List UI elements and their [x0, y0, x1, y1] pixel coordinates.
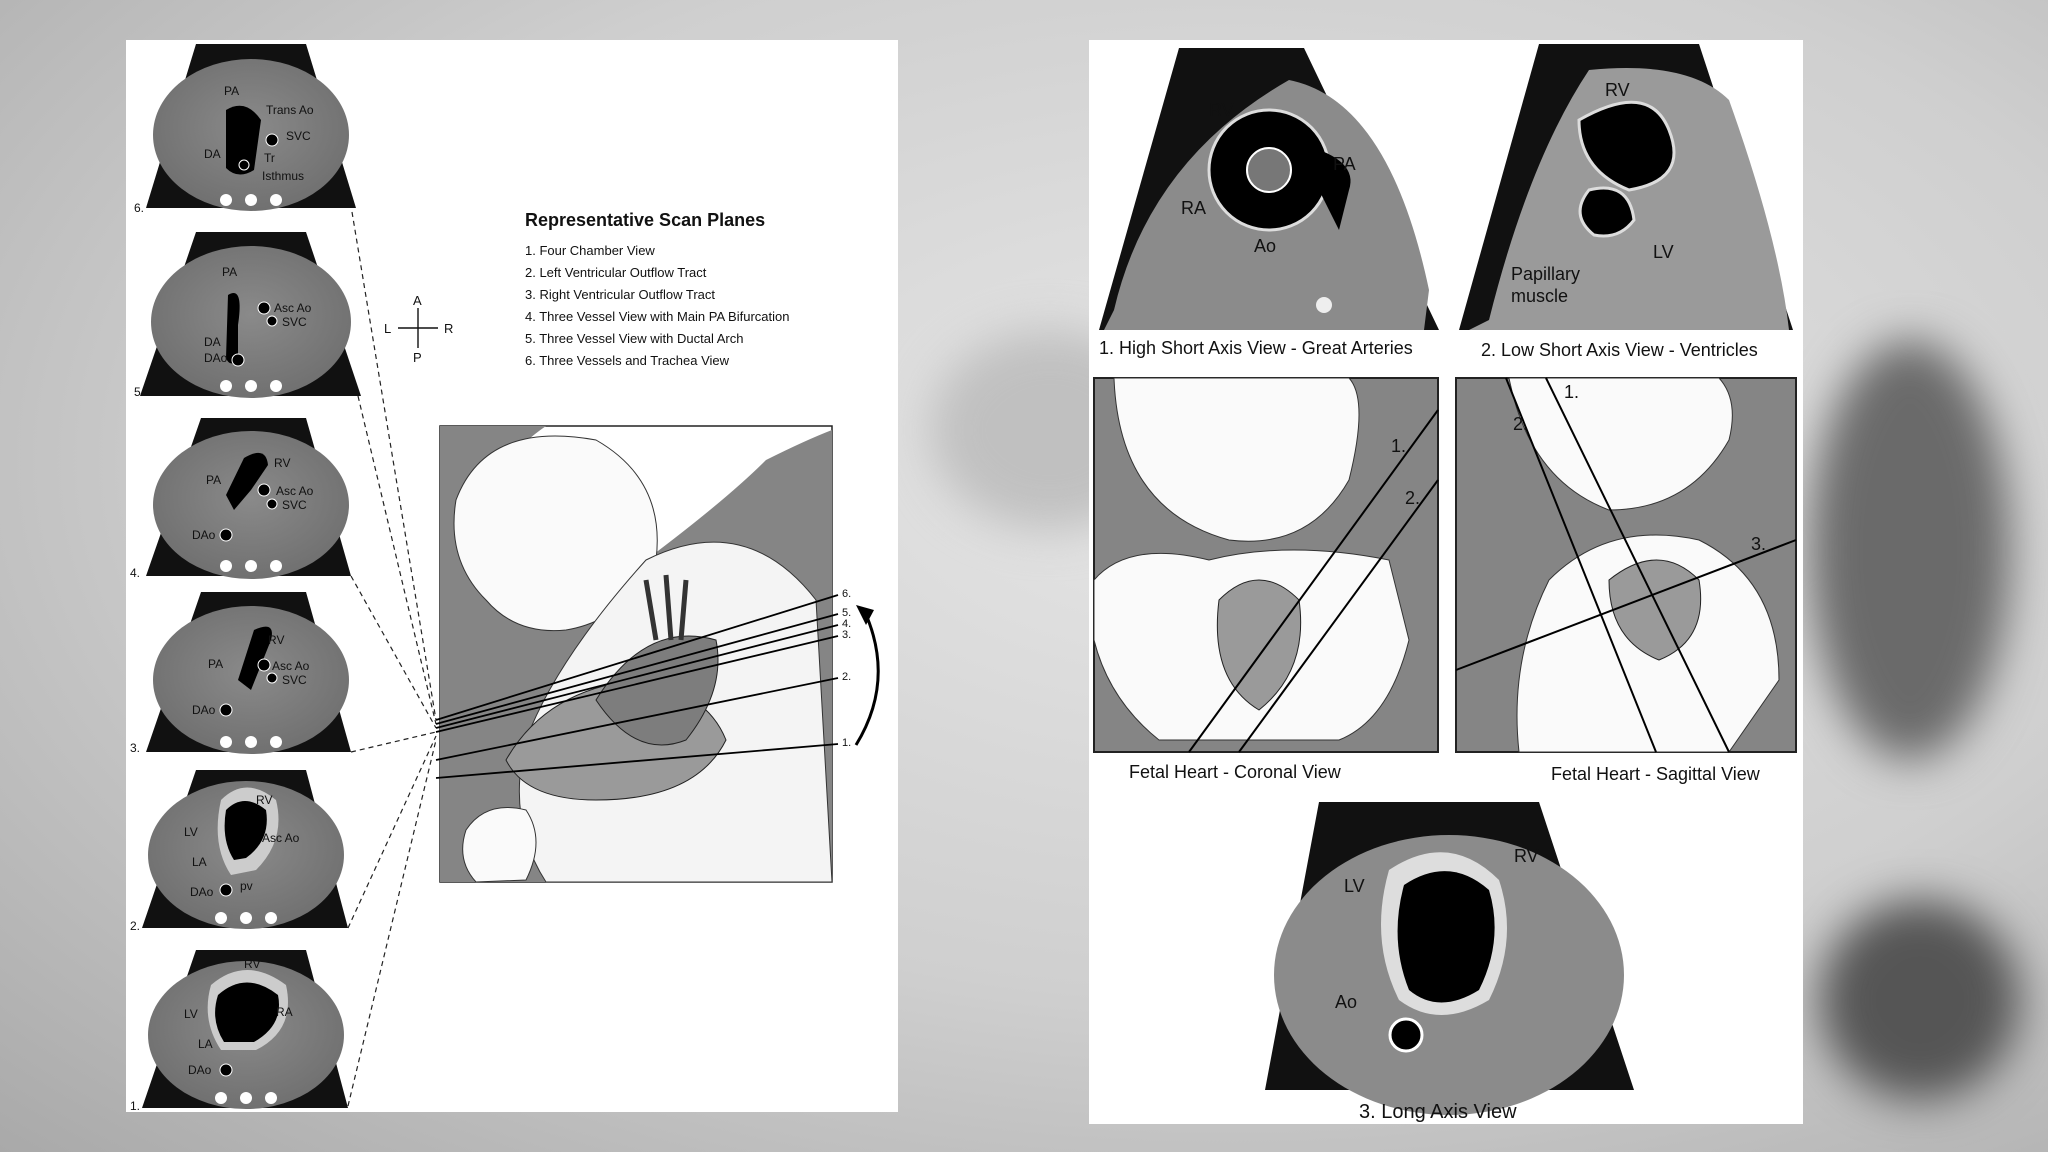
- scan2-label-la: LA: [192, 855, 207, 869]
- sagittal-view-illustration: [1456, 378, 1796, 752]
- sagittal-label-2: 2.: [1513, 414, 1528, 434]
- scan-image-3: [146, 592, 351, 754]
- compass-l: L: [384, 321, 391, 336]
- scan1-label-rv: RV: [244, 957, 260, 971]
- scan5-label-dao: DAo: [204, 351, 228, 365]
- compass-r: R: [444, 321, 453, 336]
- orientation-compass: [398, 308, 438, 348]
- scan2-label-lv: LV: [184, 825, 198, 839]
- long-axis-scan: [1265, 802, 1634, 1115]
- figure-title: Representative Scan Planes: [525, 210, 765, 231]
- legend-item-4: 4. Three Vessel View with Main PA Bifurc…: [525, 309, 789, 324]
- scan4-number: 4.: [130, 566, 140, 580]
- scan-planes-diagram: PA Trans Ao SVC DA Tr Isthmus 6. PA Asc …: [126, 40, 898, 1112]
- scan4-label-asc-ao: Asc Ao: [276, 484, 314, 498]
- coronal-view-illustration: [1094, 378, 1438, 752]
- view1-label-rv: RV: [1209, 100, 1234, 120]
- background-blur-shape: [1820, 900, 2020, 1100]
- scan2-label-pv: pv: [240, 879, 253, 893]
- scan-image-6: [146, 44, 356, 211]
- longaxis-label-ao: Ao: [1335, 992, 1357, 1012]
- legend-item-3: 3. Right Ventricular Outflow Tract: [525, 287, 715, 302]
- fetal-heart-views-diagram: RV PA RA Ao 1. High Short Axis View - Gr…: [1089, 40, 1803, 1124]
- scan4-label-dao: DAo: [192, 528, 216, 542]
- plane-number-1: 1.: [842, 737, 851, 749]
- scan1-label-ra: RA: [276, 1005, 293, 1019]
- compass-a: A: [413, 293, 422, 308]
- scan5-number: 5.: [134, 385, 144, 399]
- longaxis-caption: 3. Long Axis View: [1359, 1101, 1517, 1123]
- scan4-label-rv: RV: [274, 456, 290, 470]
- plane-number-3: 3.: [842, 629, 851, 641]
- coronal-label-2: 2.: [1405, 488, 1420, 508]
- scan2-label-dao: DAo: [190, 885, 214, 899]
- fetal-illustration: [440, 426, 832, 882]
- scan6-label-trans-ao: Trans Ao: [266, 103, 314, 117]
- longaxis-label-rv: RV: [1514, 846, 1539, 866]
- legend-item-1: 1. Four Chamber View: [525, 243, 655, 258]
- view1-label-pa: PA: [1333, 154, 1356, 174]
- fetal-heart-views-figure: RV PA RA Ao 1. High Short Axis View - Gr…: [1089, 40, 1803, 1124]
- compass-p: P: [413, 350, 422, 365]
- scan-image-5: [140, 232, 361, 398]
- scan3-number: 3.: [130, 741, 140, 755]
- view2-caption: 2. Low Short Axis View - Ventricles: [1481, 340, 1758, 360]
- view2-label-papillary: Papillary: [1511, 264, 1580, 284]
- scan1-label-dao: DAo: [188, 1063, 212, 1077]
- arrow-head: [856, 605, 874, 625]
- scan3-label-pa: PA: [208, 657, 223, 671]
- scan2-label-asc-ao: Asc Ao: [262, 831, 300, 845]
- scan5-label-svc: SVC: [282, 315, 307, 329]
- scan6-label-pa: PA: [224, 84, 239, 98]
- high-short-axis-scan: [1099, 48, 1439, 330]
- scan1-number: 1.: [130, 1099, 140, 1112]
- scan2-number: 2.: [130, 919, 140, 933]
- sagittal-caption: Fetal Heart - Sagittal View: [1551, 764, 1761, 784]
- scan-image-2: [142, 770, 348, 929]
- view1-label-ra: RA: [1181, 198, 1206, 218]
- scan1-label-la: LA: [198, 1037, 213, 1051]
- coronal-caption: Fetal Heart - Coronal View: [1129, 762, 1342, 782]
- scan3-label-svc: SVC: [282, 673, 307, 687]
- scan4-label-pa: PA: [206, 473, 221, 487]
- longaxis-label-lv: LV: [1344, 876, 1365, 896]
- sagittal-label-3: 3.: [1751, 534, 1766, 554]
- view2-label-lv: LV: [1653, 242, 1674, 262]
- view1-caption: 1. High Short Axis View - Great Arteries: [1099, 338, 1413, 358]
- scan-image-1: [142, 950, 348, 1109]
- scan3-label-dao: DAo: [192, 703, 216, 717]
- scan-image-4: [146, 418, 351, 579]
- dashed-connector-lines: [348, 212, 436, 1106]
- scan3-label-asc-ao: Asc Ao: [272, 659, 310, 673]
- scan5-label-da: DA: [204, 335, 221, 349]
- scan2-label-rv: RV: [256, 793, 272, 807]
- scan1-label-lv: LV: [184, 1007, 198, 1021]
- legend-item-5: 5. Three Vessel View with Ductal Arch: [525, 331, 743, 346]
- sagittal-label-1: 1.: [1564, 382, 1579, 402]
- scan6-label-tr: Tr: [264, 151, 275, 165]
- coronal-label-1: 1.: [1391, 436, 1406, 456]
- scan6-label-svc: SVC: [286, 129, 311, 143]
- scan3-label-rv: RV: [268, 633, 284, 647]
- background-blur-shape: [1810, 340, 2010, 760]
- scan-planes-figure: PA Trans Ao SVC DA Tr Isthmus 6. PA Asc …: [126, 40, 898, 1112]
- plane-number-6: 6.: [842, 588, 851, 600]
- scan6-label-isthmus: Isthmus: [262, 169, 304, 183]
- scan5-label-asc-ao: Asc Ao: [274, 301, 312, 315]
- scan6-label-da: DA: [204, 147, 221, 161]
- view1-label-ao: Ao: [1254, 236, 1276, 256]
- view2-label-muscle: muscle: [1511, 286, 1568, 306]
- scan4-label-svc: SVC: [282, 498, 307, 512]
- view2-label-rv: RV: [1605, 80, 1630, 100]
- scan5-label-pa: PA: [222, 265, 237, 279]
- scan6-number: 6.: [134, 201, 144, 215]
- legend-item-2: 2. Left Ventricular Outflow Tract: [525, 265, 706, 280]
- rotation-arrow: [856, 610, 878, 745]
- legend-item-6: 6. Three Vessels and Trachea View: [525, 353, 729, 368]
- plane-number-2: 2.: [842, 671, 851, 683]
